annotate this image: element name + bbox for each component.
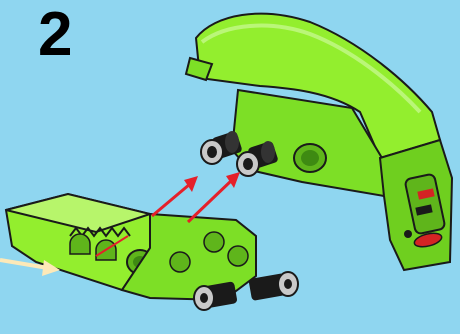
beam-block-hole [204,232,224,252]
beam-part [6,194,298,310]
housing-round-hole-inner [301,150,319,166]
red-arrow-upper [152,184,190,216]
side-panel-small-dot [404,230,412,238]
beam-block-hole [228,246,248,266]
connector-pin-upper [201,131,243,164]
red-arrow-upper-head [184,176,198,192]
beam-block-hole [170,252,190,272]
red-arrow-lower [188,180,232,222]
beam-opening [70,234,90,254]
